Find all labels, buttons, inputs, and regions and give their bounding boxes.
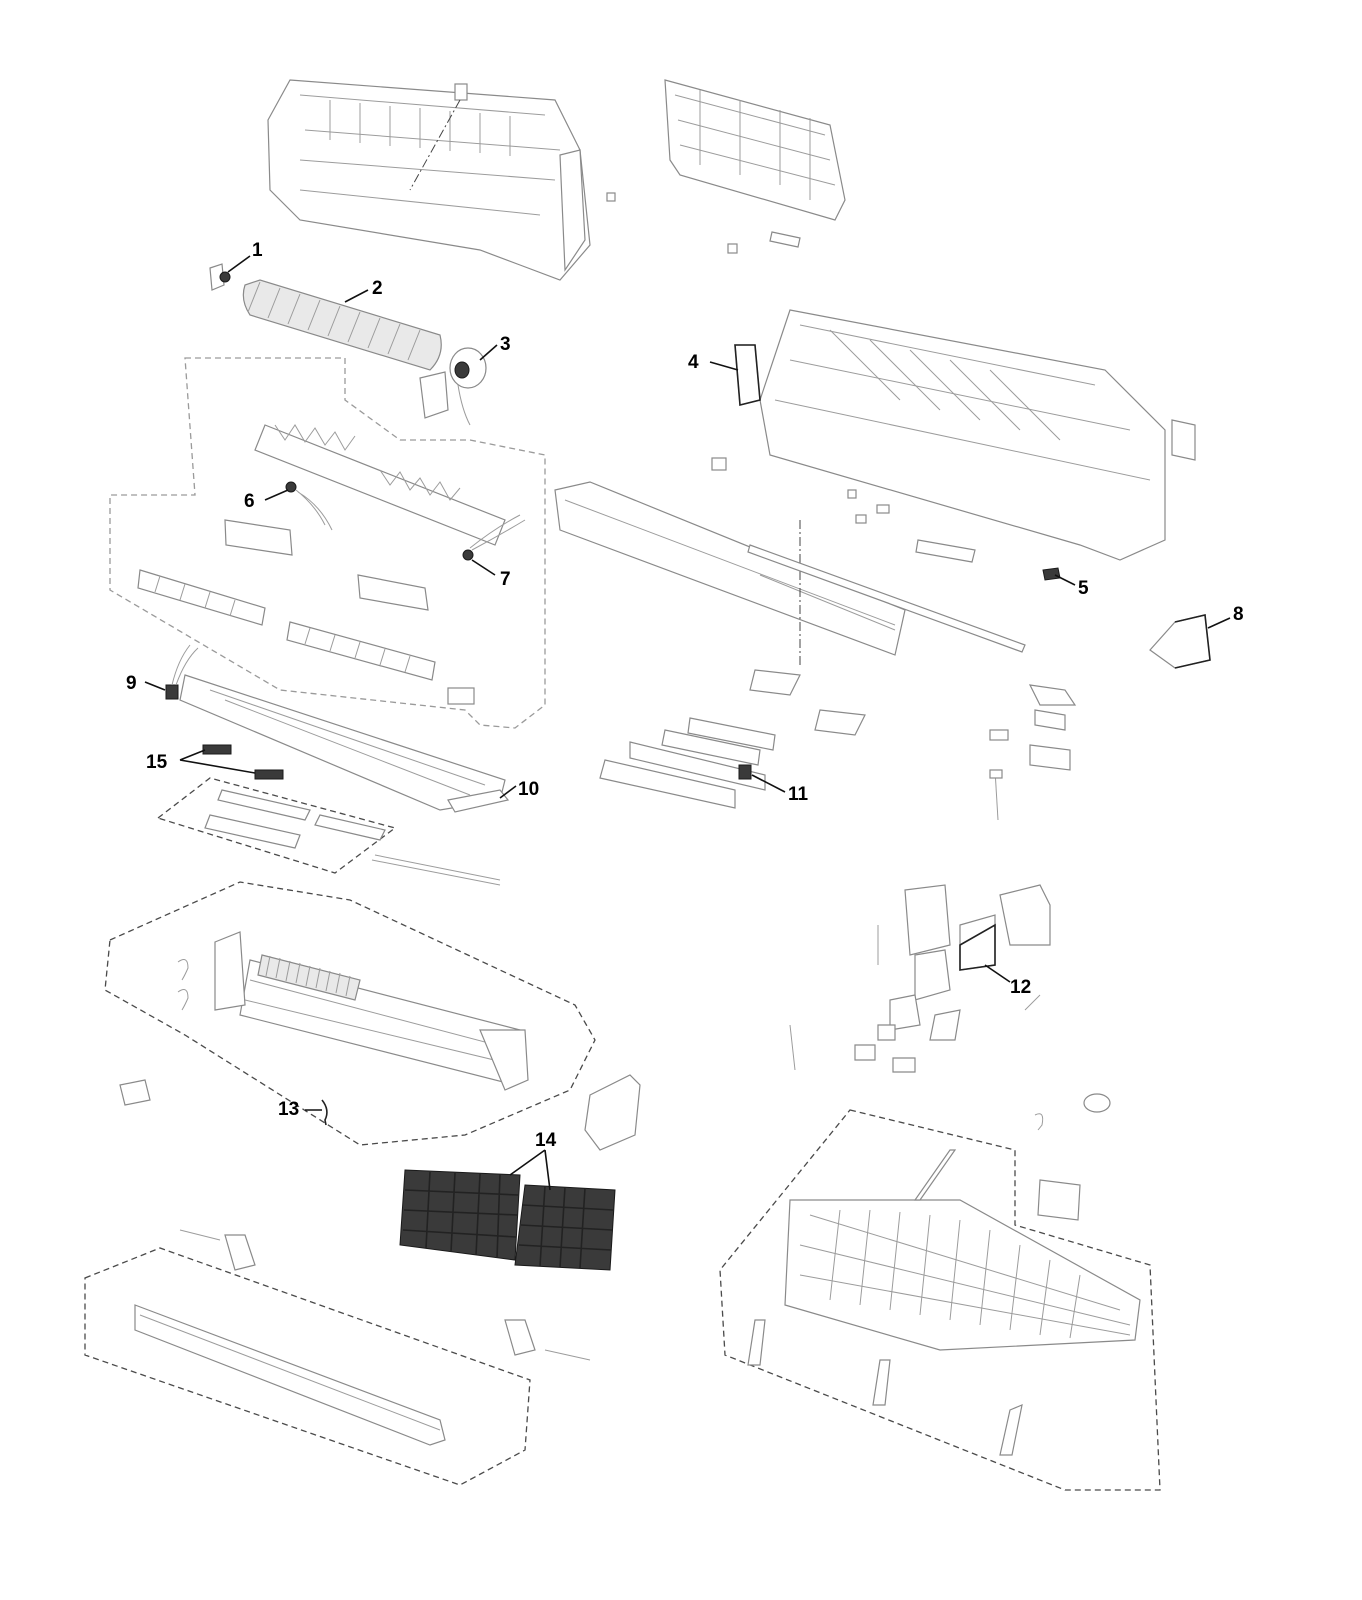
part-15-b [254, 769, 284, 780]
leader-7 [471, 559, 496, 576]
receiver-part-11 [738, 764, 752, 780]
leader-9 [144, 681, 166, 691]
callout-7: 7 [500, 569, 511, 590]
front-cover-group [719, 1109, 1161, 1491]
callout-15: 15 [146, 752, 168, 773]
callout-3: 3 [500, 334, 511, 355]
display-board [599, 717, 776, 809]
callout-leaders [144, 255, 1231, 1191]
louver-group [109, 357, 546, 729]
callout-14: 14 [535, 1130, 557, 1151]
callout-5: 5 [1078, 578, 1089, 599]
callout-1: 1 [252, 240, 263, 261]
bearing-part-1 [219, 271, 231, 283]
misc-parts [119, 1074, 1111, 1151]
leader-1 [227, 255, 251, 273]
swing-assembly [156, 644, 510, 886]
leader-8 [1207, 617, 1231, 629]
fan-assembly [209, 263, 487, 426]
louver-motor-part-7 [462, 549, 474, 561]
box-part-8 [1149, 614, 1211, 669]
leader-14 [509, 1149, 551, 1191]
electrical-parts [989, 614, 1211, 821]
callout-11: 11 [788, 784, 809, 805]
callout-2: 2 [372, 278, 383, 299]
cross-flow-fan-part-2 [242, 279, 442, 371]
leader-4 [709, 361, 739, 371]
leader-2 [344, 289, 369, 303]
callout-10: 10 [518, 779, 539, 800]
part-15-a [202, 744, 232, 755]
callout-numbers: 1 2 3 4 5 6 7 8 9 10 11 12 13 14 15 [126, 240, 1244, 1151]
front-grille [554, 481, 1026, 736]
front-housing [711, 309, 1196, 581]
leader-15 [179, 749, 256, 774]
callout-6: 6 [244, 491, 255, 512]
sensor-part-13 [321, 1099, 328, 1126]
louver-motor-part-6 [285, 481, 297, 493]
callout-13: 13 [278, 1099, 299, 1120]
flap-group [84, 1229, 591, 1486]
leader-11 [751, 774, 786, 793]
motor-part-9 [165, 684, 179, 700]
callout-4: 4 [688, 352, 699, 373]
mounting-plate [606, 79, 846, 254]
leader-10 [499, 785, 517, 799]
leader-3 [479, 344, 498, 361]
callout-9: 9 [126, 673, 137, 694]
clip-part-5 [1042, 567, 1061, 581]
filter-part-14-left [399, 1169, 521, 1261]
shaft-part-10 [447, 789, 510, 813]
air-filters [399, 1169, 616, 1271]
callout-12: 12 [1010, 977, 1031, 998]
leader-6 [264, 489, 289, 501]
leader-12 [984, 964, 1011, 983]
rear-chassis [267, 79, 591, 281]
control-box [789, 884, 1051, 1073]
leader-5 [1054, 574, 1076, 586]
heat-exchanger-group [104, 881, 596, 1146]
callout-8: 8 [1233, 604, 1244, 625]
